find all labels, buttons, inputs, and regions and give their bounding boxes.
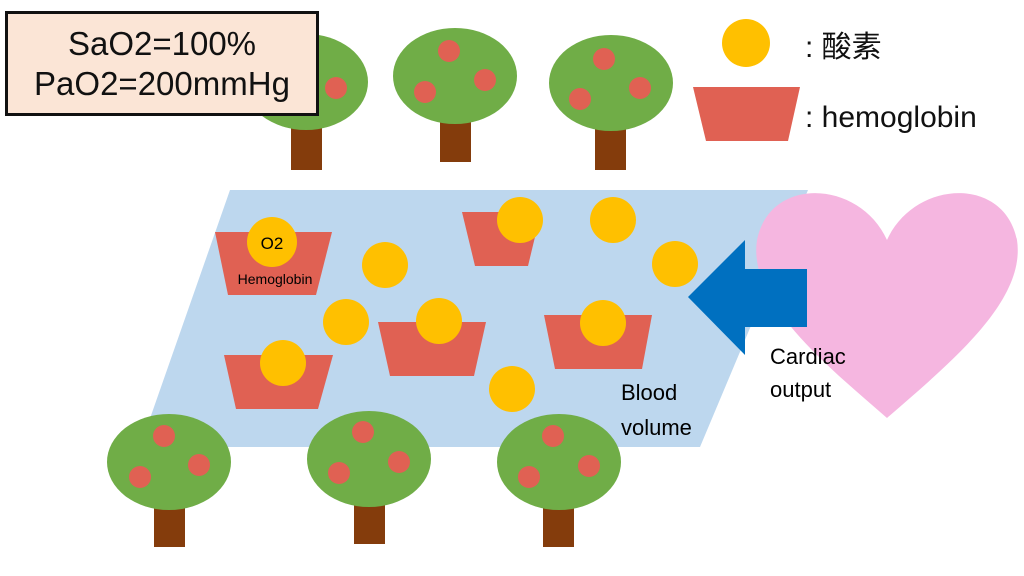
tree: [107, 414, 231, 547]
hemoglobin-molecule: [462, 197, 543, 266]
hemoglobin-label: Hemoglobin: [238, 271, 313, 287]
oxygen-stats-box: SaO2=100% PaO2=200mmHg: [5, 11, 319, 116]
o2-label: O2: [261, 234, 284, 253]
cardiac-output-label-1: Cardiac: [770, 344, 846, 369]
free-oxygen: [590, 197, 636, 243]
free-oxygen: [489, 366, 535, 412]
blood-volume-label-2: volume: [621, 415, 692, 440]
hemoglobin-molecule: [224, 340, 333, 409]
hemoglobin-molecule: O2 Hemoglobin: [215, 217, 332, 295]
free-oxygen: [652, 241, 698, 287]
free-oxygen: [323, 299, 369, 345]
hemoglobin-molecule: [544, 300, 652, 369]
cardiac-output-label-2: output: [770, 377, 831, 402]
cardiac-output-arrow: [688, 240, 807, 355]
legend-hemoglobin-icon: [693, 87, 800, 141]
legend-oxygen-label: : 酸素: [805, 31, 882, 64]
legend-oxygen-icon: [722, 19, 770, 67]
tree: [393, 28, 517, 162]
legend-hemoglobin-label: : hemoglobin: [805, 101, 977, 134]
hemoglobin-molecule: [378, 298, 486, 376]
tree: [307, 411, 431, 544]
heart-shape: [756, 193, 1018, 418]
blood-volume-label-1: Blood: [621, 380, 677, 405]
tree: [549, 35, 673, 170]
tree: [497, 414, 621, 547]
sao2-value: SaO2=100%: [67, 24, 257, 62]
free-oxygen: [362, 242, 408, 288]
pao2-value: PaO2=200mmHg: [34, 64, 290, 102]
